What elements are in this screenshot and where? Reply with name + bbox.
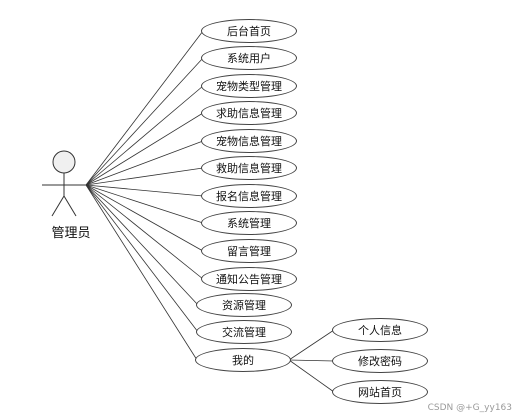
association-line-signup-info-mgmt — [85, 184, 204, 197]
actor-label: 管理员 — [51, 226, 91, 241]
association-line-message-mgmt — [85, 184, 204, 252]
use-case-help-info-mgmt[interactable]: 求助信息管理 — [201, 101, 297, 125]
use-case-exchange-mgmt[interactable]: 交流管理 — [196, 320, 292, 344]
use-case-rescue-info-mgmt[interactable]: 救助信息管理 — [201, 156, 297, 180]
use-case-notice-mgmt[interactable]: 通知公告管理 — [201, 267, 297, 291]
association-line-site-home — [288, 359, 335, 393]
actor-right-leg — [63, 195, 77, 217]
association-line-rescue-info-mgmt — [85, 167, 204, 186]
use-case-pet-info-mgmt[interactable]: 宠物信息管理 — [201, 129, 297, 153]
use-case-pet-type-mgmt[interactable]: 宠物类型管理 — [201, 74, 297, 98]
association-line-pet-info-mgmt — [85, 140, 204, 186]
watermark: CSDN @+G_yy163 — [427, 403, 512, 413]
actor-figure — [42, 150, 86, 217]
association-line-home-admin — [85, 30, 204, 186]
use-case-signup-info-mgmt[interactable]: 报名信息管理 — [201, 184, 297, 208]
use-case-message-mgmt[interactable]: 留言管理 — [201, 239, 297, 263]
use-case-system-user[interactable]: 系统用户 — [201, 46, 297, 70]
use-case-mine[interactable]: 我的 — [195, 348, 291, 372]
actor-left-leg — [51, 195, 65, 217]
actor-head — [52, 150, 76, 174]
association-line-exchange-mgmt — [85, 184, 199, 333]
use-case-resource-mgmt[interactable]: 资源管理 — [196, 293, 292, 317]
use-case-home-admin[interactable]: 后台首页 — [201, 19, 297, 43]
use-case-personal-info[interactable]: 个人信息 — [332, 318, 428, 342]
association-line-system-user — [85, 57, 204, 186]
association-line-help-info-mgmt — [85, 112, 204, 186]
use-case-system-mgmt[interactable]: 系统管理 — [201, 211, 297, 235]
association-line-system-mgmt — [85, 184, 204, 224]
association-line-resource-mgmt — [85, 184, 199, 306]
association-line-pet-type-mgmt — [85, 85, 204, 186]
use-case-change-password[interactable]: 修改密码 — [332, 349, 428, 373]
use-case-site-home[interactable]: 网站首页 — [332, 380, 428, 404]
association-line-notice-mgmt — [85, 184, 204, 280]
association-line-mine — [85, 184, 198, 361]
association-line-personal-info — [288, 329, 335, 361]
association-line-change-password — [288, 359, 335, 362]
